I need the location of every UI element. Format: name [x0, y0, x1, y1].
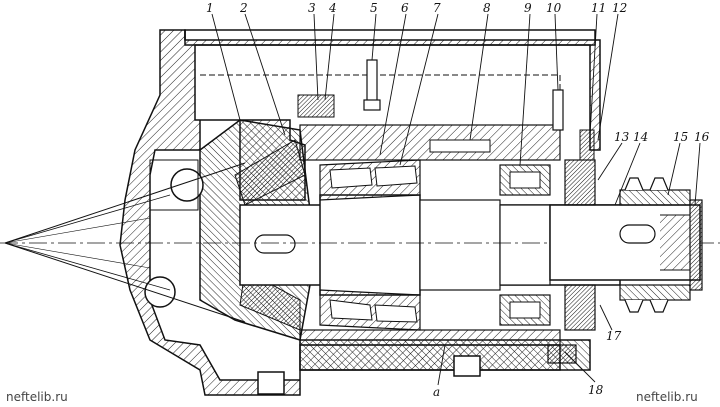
label-2: 2 — [239, 1, 248, 15]
label-7: 7 — [433, 1, 441, 15]
pitch-cone-lines — [4, 162, 246, 323]
label-6: 6 — [401, 1, 409, 15]
label-13: 13 — [614, 130, 630, 144]
part-labels: 1 2 3 4 5 6 7 8 9 10 11 12 13 14 15 16 1… — [206, 1, 710, 399]
label-12: 12 — [612, 1, 627, 15]
watermark-left: neftelib.ru — [6, 390, 68, 404]
label-8: 8 — [483, 1, 491, 15]
label-1: 1 — [206, 1, 214, 15]
leader-lines — [211, 13, 701, 386]
label-11: 11 — [591, 1, 606, 15]
label-10: 10 — [546, 1, 562, 15]
watermark-right: neftelib.ru — [636, 390, 698, 404]
label-5: 5 — [370, 1, 378, 15]
sleeve — [299, 124, 561, 346]
tapered-roller-bearings — [319, 159, 421, 331]
label-14: 14 — [633, 130, 648, 144]
label-a: а — [433, 385, 440, 399]
label-16: 16 — [694, 130, 710, 144]
label-4: 4 — [328, 1, 337, 15]
label-9: 9 — [524, 1, 532, 15]
label-17: 17 — [606, 329, 622, 343]
label-15: 15 — [673, 130, 688, 144]
left-ball-bearings — [144, 159, 204, 308]
label-18: 18 — [588, 383, 604, 397]
roller-bearing-right — [499, 164, 551, 326]
sprocket — [619, 177, 703, 313]
label-3: 3 — [308, 1, 316, 15]
